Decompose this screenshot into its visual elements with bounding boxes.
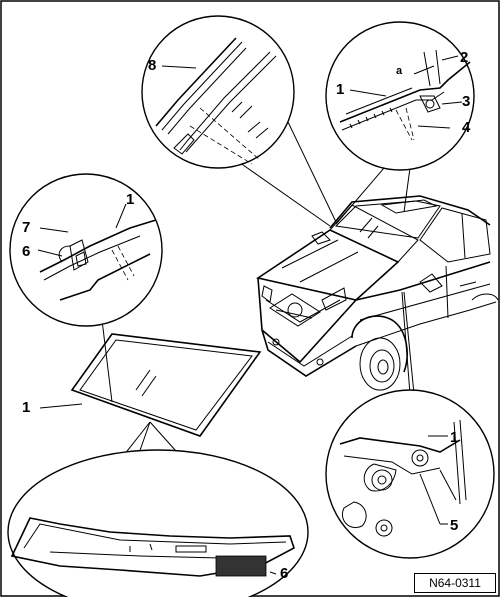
callout-2: 2 (460, 49, 468, 66)
detail-cowl-panel: 6 (7, 421, 309, 597)
figure-reference-box: N64-0311 (414, 573, 496, 593)
callout-6-mid: 6 (22, 243, 30, 260)
callout-6-cowl: 6 (280, 565, 288, 582)
vehicle-illustration (256, 195, 499, 391)
callout-1-glass: 1 (22, 399, 30, 416)
callout-1-wiper: 1 (450, 429, 458, 446)
detail-windshield-seal: 2 a 1 3 4 (325, 21, 475, 225)
ruler-scale (349, 107, 393, 129)
callout-4: 4 (462, 119, 471, 136)
figure-reference: N64-0311 (429, 576, 481, 590)
callout-3: 3 (462, 93, 470, 110)
callout-5: 5 (450, 517, 458, 534)
detail-seal-profile: 7 6 1 (9, 173, 163, 403)
callout-8: 8 (148, 57, 156, 74)
callout-1-mid: 1 (126, 191, 134, 208)
windshield-glass: 1 (22, 333, 262, 457)
callout-7: 7 (22, 219, 30, 236)
detail-roof-trim: 8 (141, 15, 337, 227)
callout-1-top: 1 (336, 81, 344, 98)
cowl-vent-grille (215, 555, 267, 577)
callout-a: a (396, 65, 403, 77)
detail-wiper-mount: 1 5 (325, 291, 495, 559)
